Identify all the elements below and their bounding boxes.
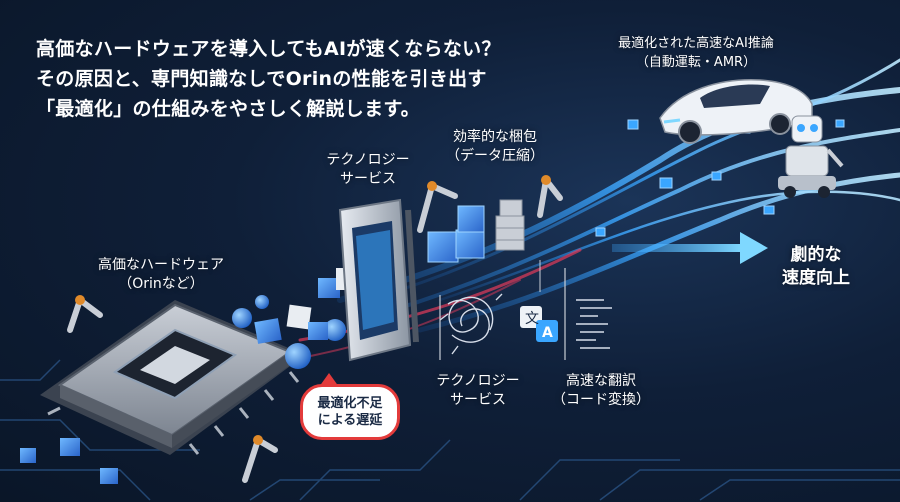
tech-service-top-line-2: サービス: [340, 171, 396, 187]
ai-inference-label: 最適化された高速なAI推論 （自動運転・AMR）: [596, 34, 796, 72]
hardware-label: 高価なハードウェア （Orinなど）: [96, 256, 226, 294]
tech-service-label-bottom: テクノロジー サービス: [428, 372, 528, 410]
speedup-label-line-2: 速度向上: [782, 268, 850, 288]
technology-gate: [338, 198, 419, 362]
tangled-code-icon: [439, 293, 503, 355]
code-lines-icon: [576, 299, 612, 349]
packing-robot-arms: [417, 175, 563, 233]
translation-label: 高速な翻訳 （コード変換）: [546, 372, 656, 410]
headline: 高価なハードウェアを導入してもAIが速くならない？ その原因と、専門知識なしでO…: [36, 34, 501, 124]
translation-label-line-2: （コード変換）: [552, 392, 650, 408]
speedup-label-line-1: 劇的な: [790, 245, 842, 265]
circuit-traces: [0, 359, 900, 501]
translate-source-glyph: 文: [525, 311, 539, 327]
tech-service-bottom-line-1: テクノロジー: [436, 373, 520, 389]
hardware-label-line-2: （Orinなど）: [118, 276, 204, 292]
latency-warning-bubble: 最適化不足 による遅延: [300, 373, 400, 440]
robot-arm-bottom: [242, 435, 278, 483]
translation-label-line-1: 高速な翻訳: [566, 373, 636, 389]
packing-label: 効率的な梱包 （データ圧縮）: [440, 128, 550, 166]
speedup-arrow: [612, 232, 768, 264]
amr-robot: [778, 115, 844, 198]
robot-arm-left: [67, 295, 103, 333]
packing-label-line-2: （データ圧縮）: [446, 148, 544, 164]
ai-inference-label-line-1: 最適化された高速なAI推論: [618, 36, 774, 51]
packing-label-line-1: 効率的な梱包: [453, 129, 537, 145]
headline-line-1: 高価なハードウェアを導入してもAIが速くならない？: [36, 38, 501, 60]
latency-bubble-line-1: 最適化不足: [317, 396, 383, 411]
latency-bubble-line-2: による遅延: [317, 413, 383, 428]
hardware-label-line-1: 高価なハードウェア: [98, 257, 224, 273]
tech-service-top-line-1: テクノロジー: [326, 152, 410, 168]
packed-data-cubes: [427, 199, 525, 263]
translate-icon: [520, 306, 558, 342]
chip-side-cubes: [20, 438, 118, 484]
hardware-chip: [40, 300, 305, 455]
tech-service-bottom-line-2: サービス: [450, 392, 506, 408]
translate-target-glyph: A: [542, 325, 553, 341]
headline-line-2: その原因と、専門知識なしでOrinの性能を引き出す: [36, 68, 487, 90]
tech-service-label-top: テクノロジー サービス: [318, 151, 418, 189]
ai-inference-label-line-2: （自動運転・AMR）: [635, 55, 757, 70]
speedup-label: 劇的な 速度向上: [768, 244, 864, 290]
headline-line-3: 「最適化」の仕組みをやさしく解説します。: [36, 98, 421, 120]
autonomous-car: [659, 79, 813, 144]
